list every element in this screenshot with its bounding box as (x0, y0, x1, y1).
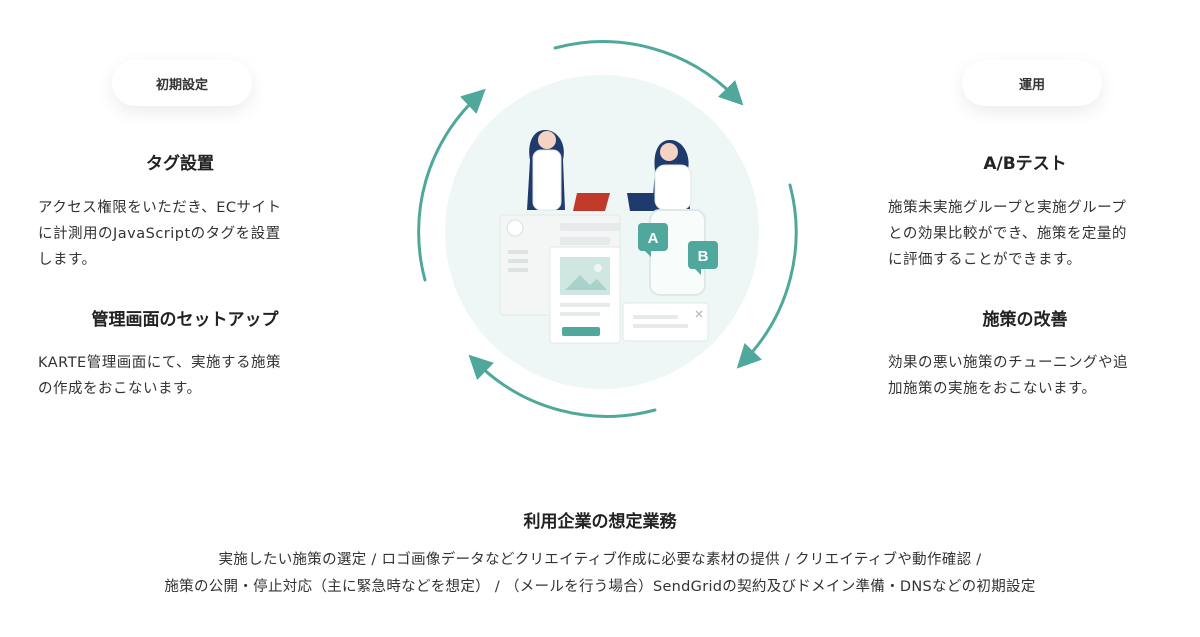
step-desc-tag-install: アクセス権限をいただき、ECサイト に計測用のJavaScriptのタグを設置 … (38, 195, 338, 273)
desc-line: KARTE管理画面にて、実施する施策 (38, 355, 281, 371)
arrow-top-icon (553, 40, 744, 106)
step-desc-improvement: 効果の悪い施策のチューニングや追 加施策の実施をおこないます。 (888, 350, 1178, 402)
svg-text:A: A (648, 230, 659, 247)
desc-line: 効果の悪い施策のチューニングや追 (888, 355, 1128, 371)
step-desc-admin-setup: KARTE管理画面にて、実施する施策 の作成をおこないます。 (38, 350, 338, 402)
desc-line: します。 (38, 252, 97, 268)
arrow-bottom-icon (468, 354, 657, 418)
desc-line: 施策未実施グループと実施グループ (888, 200, 1127, 216)
step-desc-ab-test: 施策未実施グループと実施グループ との効果比較ができ、施策を定量的 に評価するこ… (888, 195, 1178, 273)
close-icon (695, 310, 703, 318)
step-title-improvement: 施策の改善 (982, 310, 1068, 330)
variant-a-badge: A (638, 223, 668, 257)
notification-card (622, 302, 709, 342)
step-title-admin-setup: 管理画面のセットアップ (91, 310, 279, 330)
svg-text:B: B (698, 248, 709, 265)
cycle-svg: A B (417, 40, 798, 418)
desc-line: との効果比較ができ、施策を定量的 (888, 226, 1127, 242)
arrow-right-icon (736, 183, 798, 369)
laptop-red-icon (573, 193, 610, 211)
step-title-tag-install: タグ設置 (146, 154, 214, 174)
phase-badge-operation: 運用 (962, 60, 1102, 106)
person-right-icon (652, 140, 692, 211)
avatar-icon (506, 219, 524, 237)
content-card (549, 246, 621, 344)
variant-b-badge: B (688, 241, 718, 275)
section-title-expected-tasks: 利用企業の想定業務 (523, 512, 677, 532)
cycle-illustration: A B (405, 35, 800, 425)
desc-line: アクセス権限をいただき、ECサイト (38, 200, 282, 216)
desc-line: 加施策の実施をおこないます。 (888, 381, 1097, 397)
phase-badge-initial-setup: 初期設定 (112, 60, 252, 106)
expected-tasks-line-2: 施策の公開・停止対応（主に緊急時などを想定） / （メールを行う場合）SendG… (164, 579, 1036, 595)
cycle-arrows (417, 40, 798, 418)
desc-line: の作成をおこないます。 (38, 381, 202, 397)
person-left-icon (527, 130, 565, 211)
desc-line: に評価することができます。 (888, 252, 1082, 268)
arrow-left-icon (417, 88, 486, 282)
expected-tasks-line-1: 実施したい施策の選定 / ロゴ画像データなどクリエイティブ作成に必要な素材の提供… (218, 552, 982, 568)
step-title-ab-test: A/Bテスト (983, 154, 1067, 174)
desc-line: に計測用のJavaScriptのタグを設置 (38, 226, 281, 242)
